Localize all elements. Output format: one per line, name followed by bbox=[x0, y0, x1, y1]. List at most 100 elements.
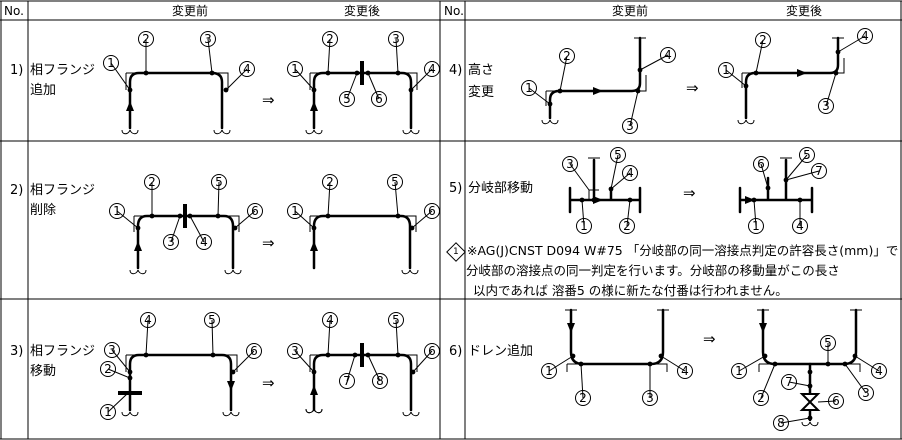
case-6-title: ドレン追加 bbox=[468, 344, 534, 359]
case-4-after-num-2: 2 bbox=[755, 32, 771, 48]
case-3-title-1: 相フランジ bbox=[30, 344, 96, 359]
case-6-before-num-4: 4 bbox=[677, 363, 693, 379]
case-2-before-num-6: 6 bbox=[247, 203, 263, 219]
flow-arrow bbox=[126, 101, 134, 111]
case-1-after-num-3: 3 bbox=[388, 31, 404, 47]
case-4-before-num-4: 4 bbox=[660, 47, 676, 63]
case-5-before-num-5: 5 bbox=[610, 147, 626, 163]
support-line bbox=[224, 269, 242, 275]
case-2-before-num-2: 2 bbox=[144, 174, 160, 190]
case-3-after-num-2: 4 bbox=[322, 312, 338, 328]
case-4-after-num-3: 3 bbox=[818, 98, 834, 114]
case-5-no: 5) bbox=[449, 181, 463, 196]
support-line bbox=[309, 215, 417, 232]
case-1-after-num-5: 5 bbox=[339, 91, 355, 107]
case-6-after-num-1: 1 bbox=[731, 363, 747, 379]
case-3-title-2: 移動 bbox=[30, 364, 57, 379]
support-line bbox=[305, 129, 323, 135]
case-1-before-num-3: 3 bbox=[200, 31, 216, 47]
flow-arrow bbox=[759, 323, 767, 333]
case-4-before-num-1: 1 bbox=[521, 80, 537, 96]
case-6-after-num-3: 3 bbox=[858, 385, 874, 401]
case-1-before-num-4: 4 bbox=[239, 61, 255, 77]
flow-arrow bbox=[310, 241, 318, 251]
case-6-after-num-6: 6 bbox=[828, 393, 844, 409]
case-3-after-num-1: 3 bbox=[287, 343, 303, 359]
case-5-before-num-1: 1 bbox=[576, 218, 592, 234]
header-after-left: 変更後 bbox=[343, 4, 380, 18]
pipe-line bbox=[744, 36, 840, 120]
case-2-after-num-2: 2 bbox=[322, 174, 338, 190]
case-3-after-num-4: 6 bbox=[424, 343, 440, 359]
case-6-after-num-7: 7 bbox=[781, 374, 797, 390]
pipe-line bbox=[128, 71, 224, 130]
support-line bbox=[402, 129, 420, 135]
case-2-change-arrow: ⇒ bbox=[262, 234, 275, 252]
case-6-after-num-5: 5 bbox=[820, 335, 836, 351]
flow-arrow bbox=[310, 101, 318, 111]
case-3-before-num-5: 5 bbox=[204, 312, 220, 328]
case-6-after-num-8: 8 bbox=[773, 415, 789, 431]
case-5-before-num-4: 4 bbox=[622, 165, 638, 181]
support-line bbox=[125, 72, 229, 90]
case-6-after-num-2: 2 bbox=[753, 390, 769, 406]
case-5-before-num-2: 2 bbox=[619, 218, 635, 234]
drain-valve-icon bbox=[799, 393, 821, 411]
header-before-right: 変更前 bbox=[611, 4, 648, 18]
flow-arrow bbox=[227, 381, 235, 391]
case-4-title-2: 変更 bbox=[468, 85, 495, 100]
header-no-right: No. bbox=[444, 4, 464, 18]
support-line bbox=[305, 408, 323, 414]
case-2-no: 2) bbox=[10, 183, 24, 198]
support-line bbox=[402, 411, 420, 417]
case-5-title: 分岐部移動 bbox=[468, 181, 534, 196]
case-1-after-num-4: 4 bbox=[424, 61, 440, 77]
case-5-after-num-2: 4 bbox=[792, 218, 808, 234]
support-line bbox=[588, 189, 599, 200]
case-3-before-num-1: 1 bbox=[100, 404, 116, 420]
flow-arrow bbox=[593, 87, 603, 95]
case-6-before-num-1: 1 bbox=[541, 363, 557, 379]
case-2-title-1: 相フランジ bbox=[30, 183, 96, 198]
support-line bbox=[222, 411, 240, 417]
support-line bbox=[121, 129, 139, 135]
case-3-after-num-5: 7 bbox=[339, 373, 355, 389]
support-line bbox=[801, 421, 819, 427]
case-3-before-num-2: 2 bbox=[100, 361, 116, 377]
case-3-after-num-3: 5 bbox=[388, 312, 404, 328]
case-6-before-num-3: 3 bbox=[642, 390, 658, 406]
pipe-line bbox=[761, 308, 858, 366]
case-3-change-arrow: ⇒ bbox=[262, 374, 275, 392]
case-3-no: 3) bbox=[10, 344, 24, 359]
note-line-3: 以内であれば 溶番5 の様に新たな付番は行われません。 bbox=[473, 283, 788, 298]
note-line-1: 1※AG(J)CNST D094 W#75 「分岐部の同一溶接点判定の許容長さ(… bbox=[446, 241, 899, 262]
case-1-after-num-6: 6 bbox=[371, 91, 387, 107]
case-2-title-2: 削除 bbox=[30, 203, 57, 218]
case-4-no: 4) bbox=[449, 63, 463, 78]
case-1-after-num-1: 1 bbox=[287, 61, 303, 77]
case-3-before-num-3: 3 bbox=[104, 342, 120, 358]
support-line bbox=[121, 411, 139, 417]
flow-arrow bbox=[745, 196, 755, 204]
support-line bbox=[309, 354, 418, 372]
case-3-before-num-6: 6 bbox=[246, 343, 262, 359]
note-text-1: ※AG(J)CNST D094 W#75 「分岐部の同一溶接点判定の許容長さ(m… bbox=[467, 243, 899, 258]
flow-arrow bbox=[797, 69, 807, 77]
pipe-line bbox=[738, 158, 814, 214]
case-3-before-num-4: 4 bbox=[140, 312, 156, 328]
support-line bbox=[125, 354, 238, 372]
case-3-after-num-6: 8 bbox=[372, 373, 388, 389]
support-line bbox=[401, 269, 419, 275]
case-6-no: 6) bbox=[449, 344, 463, 359]
support-line bbox=[213, 129, 231, 135]
case-1-title-2: 追加 bbox=[30, 83, 57, 98]
flow-arrow bbox=[310, 385, 318, 395]
case-2-before-num-4: 4 bbox=[196, 234, 212, 250]
case-4-after-num-1: 1 bbox=[718, 62, 734, 78]
case-6-after-num-4: 4 bbox=[871, 363, 887, 379]
support-line bbox=[737, 119, 755, 125]
pipe-line bbox=[128, 353, 233, 412]
case-1-no: 1) bbox=[10, 63, 24, 78]
